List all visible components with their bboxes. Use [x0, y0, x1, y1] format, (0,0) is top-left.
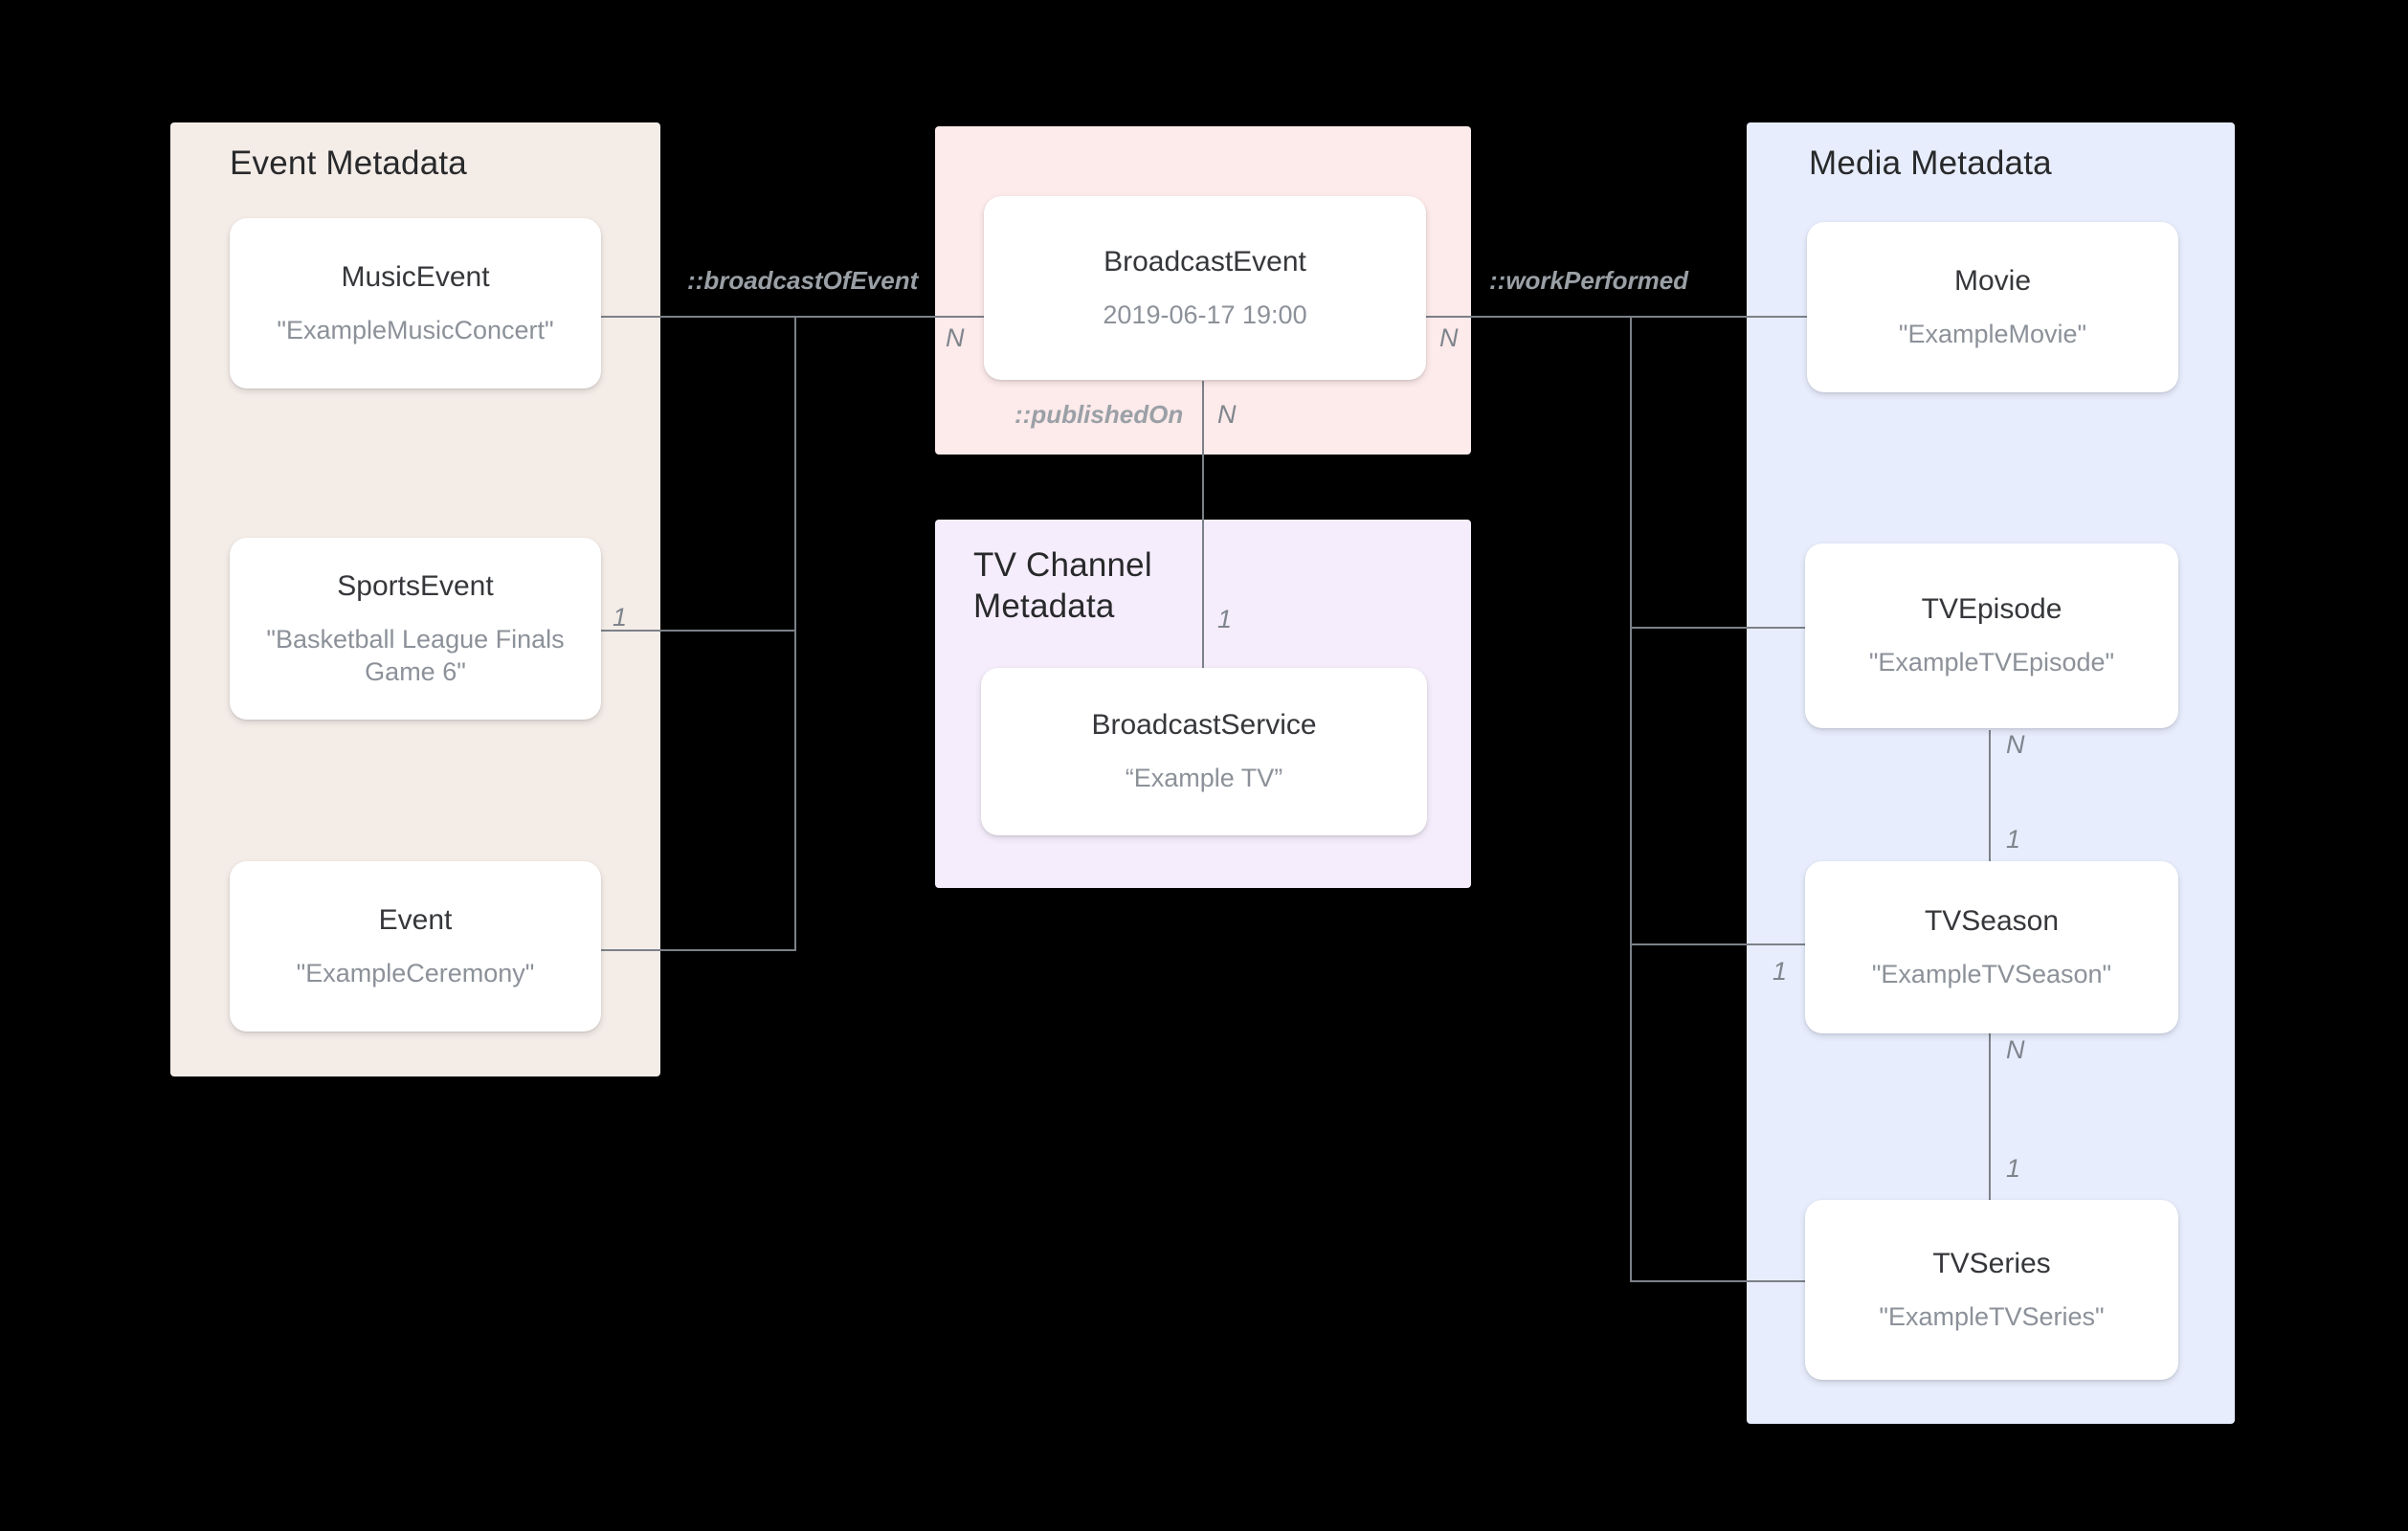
- node-event[interactable]: Event "ExampleCeremony": [230, 861, 601, 1032]
- cardinality-episode-season-1: 1: [2006, 825, 2021, 854]
- edge-broadcast-event-to-service: [1202, 381, 1204, 668]
- node-sports-event-value: "Basketball League Finals Game 6": [266, 625, 565, 686]
- node-sports-event-title: SportsEvent: [337, 569, 494, 602]
- cardinality-broadcast-of-event-target: N: [946, 323, 965, 352]
- node-tv-episode[interactable]: TVEpisode "ExampleTVEpisode": [1805, 544, 2178, 728]
- node-tv-series-value: "ExampleTVSeries": [1879, 1301, 2105, 1331]
- cardinality-published-on-source: N: [1217, 400, 1237, 429]
- cardinality-episode-season-n: N: [2006, 730, 2025, 759]
- node-broadcast-service-value: “Example TV”: [1125, 764, 1283, 793]
- node-movie-title: Movie: [1953, 264, 2032, 297]
- node-movie-value: "ExampleMovie": [1898, 319, 2087, 348]
- edge-right-bus-to-tv-series: [1630, 1280, 1807, 1282]
- node-music-event-title: MusicEvent: [341, 260, 490, 293]
- node-movie[interactable]: Movie "ExampleMovie": [1807, 222, 2178, 392]
- edge-right-bus-to-tv-episode: [1630, 627, 1807, 629]
- edge-sports-event-stub: [601, 630, 796, 632]
- node-broadcast-service-title: BroadcastService: [1091, 709, 1317, 742]
- node-broadcast-event-value: 2019-06-17 19:00: [1103, 300, 1307, 329]
- node-event-title: Event: [378, 903, 453, 936]
- edge-left-bus-vertical: [794, 316, 796, 951]
- node-broadcast-event-title: BroadcastEvent: [1104, 245, 1306, 277]
- relationship-label-published-on: ::publishedOn: [1014, 400, 1184, 429]
- node-music-event-value: "ExampleMusicConcert": [277, 315, 554, 344]
- node-sports-event[interactable]: SportsEvent "Basketball League Finals Ga…: [230, 538, 601, 720]
- node-tv-season-value: "ExampleTVSeason": [1871, 959, 2112, 988]
- node-tv-series-title: TVSeries: [1932, 1247, 2051, 1279]
- cardinality-work-performed-source: N: [1439, 323, 1459, 352]
- edge-tv-season-to-tv-series: [1989, 1033, 1991, 1201]
- node-event-value: "ExampleCeremony": [296, 958, 535, 987]
- group-title-tv-channel-metadata: TV Channel Metadata: [973, 546, 1152, 625]
- cardinality-work-performed-target: 1: [1773, 957, 1788, 986]
- edge-tv-episode-to-tv-season: [1989, 730, 1991, 907]
- relationship-label-broadcast-of-event: ::broadcastOfEvent: [687, 266, 919, 295]
- node-tv-season[interactable]: TVSeason "ExampleTVSeason": [1805, 861, 2178, 1033]
- group-title-event-metadata: Event Metadata: [230, 144, 467, 182]
- node-music-event[interactable]: MusicEvent "ExampleMusicConcert": [230, 218, 601, 388]
- edge-left-bus-to-broadcast-event: [794, 316, 986, 318]
- group-title-media-metadata: Media Metadata: [1809, 144, 2052, 182]
- edge-event-stub: [601, 949, 796, 951]
- node-broadcast-event[interactable]: BroadcastEvent 2019-06-17 19:00: [984, 196, 1426, 380]
- edge-right-bus-to-tv-season: [1630, 943, 1807, 945]
- node-tv-series[interactable]: TVSeries "ExampleTVSeries": [1805, 1200, 2178, 1380]
- edge-music-event-stub: [601, 316, 796, 318]
- edge-broadcast-event-to-right-bus: [1426, 316, 1632, 318]
- edge-right-bus-vertical: [1630, 316, 1632, 1282]
- cardinality-season-series-n: N: [2006, 1035, 2025, 1064]
- cardinality-broadcast-of-event-source: 1: [613, 603, 628, 632]
- edge-right-bus-to-movie: [1630, 316, 1807, 318]
- cardinality-season-series-1: 1: [2006, 1154, 2021, 1183]
- node-broadcast-service[interactable]: BroadcastService “Example TV”: [981, 668, 1427, 835]
- node-tv-episode-value: "ExampleTVEpisode": [1868, 648, 2115, 677]
- node-tv-episode-title: TVEpisode: [1921, 593, 2062, 626]
- node-tv-season-title: TVSeason: [1924, 904, 2060, 937]
- relationship-label-work-performed: ::workPerformed: [1489, 266, 1689, 295]
- cardinality-published-on-target: 1: [1217, 605, 1233, 633]
